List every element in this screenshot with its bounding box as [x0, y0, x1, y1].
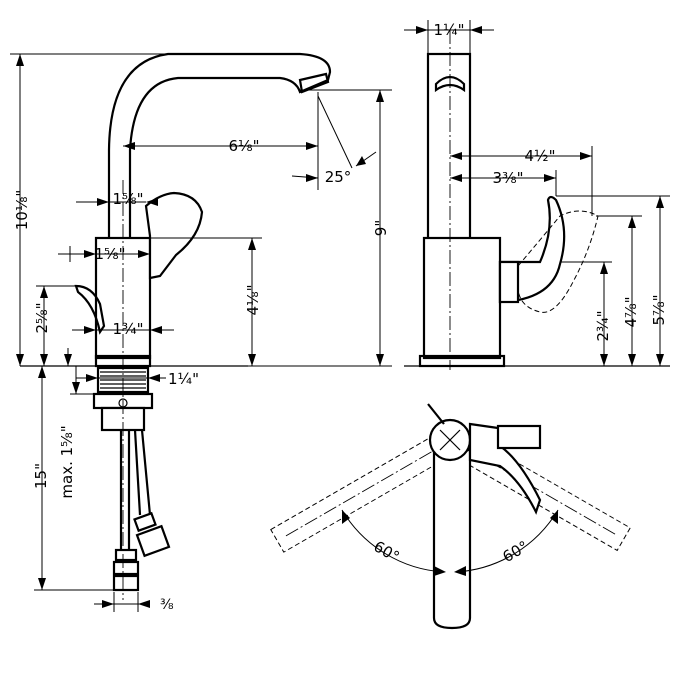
supply-nut-right	[135, 524, 171, 558]
top-view: 60° 60°	[270, 403, 631, 630]
supply-hose-right	[133, 429, 152, 516]
base-diameter-label: 1¾"	[113, 320, 144, 338]
body-width-label: 1⅝"	[95, 245, 126, 263]
rotation-left-label: 60°	[370, 537, 402, 566]
side-base	[418, 354, 506, 368]
front-view: 10⅛" 6⅛" 25° 9" 1⅝" 1⅝"	[10, 52, 392, 613]
side-lever-low-label: 2¾"	[594, 311, 612, 342]
swivel-angle-label: 25°	[325, 168, 352, 186]
side-lever-raised	[517, 210, 599, 313]
max-deck-label: max. 1⅝"	[58, 425, 76, 498]
side-body-width-label: 1¼"	[434, 21, 465, 39]
supply-hose-left	[119, 430, 131, 550]
side-view: 1¼" 4½" 3⅜" 5⅞" 4⅞" 2¾"	[404, 20, 670, 370]
side-reach-lever-label: 3⅜"	[493, 169, 524, 187]
spout-outline	[107, 52, 332, 240]
spout-height-label: 9"	[372, 220, 390, 236]
lever-tip	[74, 284, 106, 335]
supply-nut-left	[112, 560, 140, 576]
shank-diameter-label: 1¼"	[168, 370, 199, 388]
supply-connection-label: ⅜	[160, 597, 174, 613]
aerator	[298, 72, 330, 94]
handle-height-label: 4⅛"	[244, 285, 262, 316]
handle-width-label: 1⅝"	[113, 190, 144, 208]
rotation-right-label: 60°	[499, 537, 531, 566]
lever-height-label: 2⅝"	[33, 303, 51, 334]
lever-sweep-right	[443, 427, 631, 552]
handle-lever	[144, 191, 204, 280]
spout-reach-label: 6⅛"	[229, 137, 260, 155]
top-spout	[432, 448, 472, 630]
below-deck-label: 15"	[32, 463, 50, 489]
overall-height-label: 10⅛"	[13, 190, 31, 231]
side-lever-high-label: 5⅞"	[650, 295, 668, 326]
top-lever	[468, 422, 542, 515]
side-reach-total-label: 4½"	[525, 147, 556, 165]
side-aerator	[434, 75, 466, 93]
side-lever-mid-label: 4⅞"	[622, 297, 640, 328]
side-body	[422, 236, 502, 360]
